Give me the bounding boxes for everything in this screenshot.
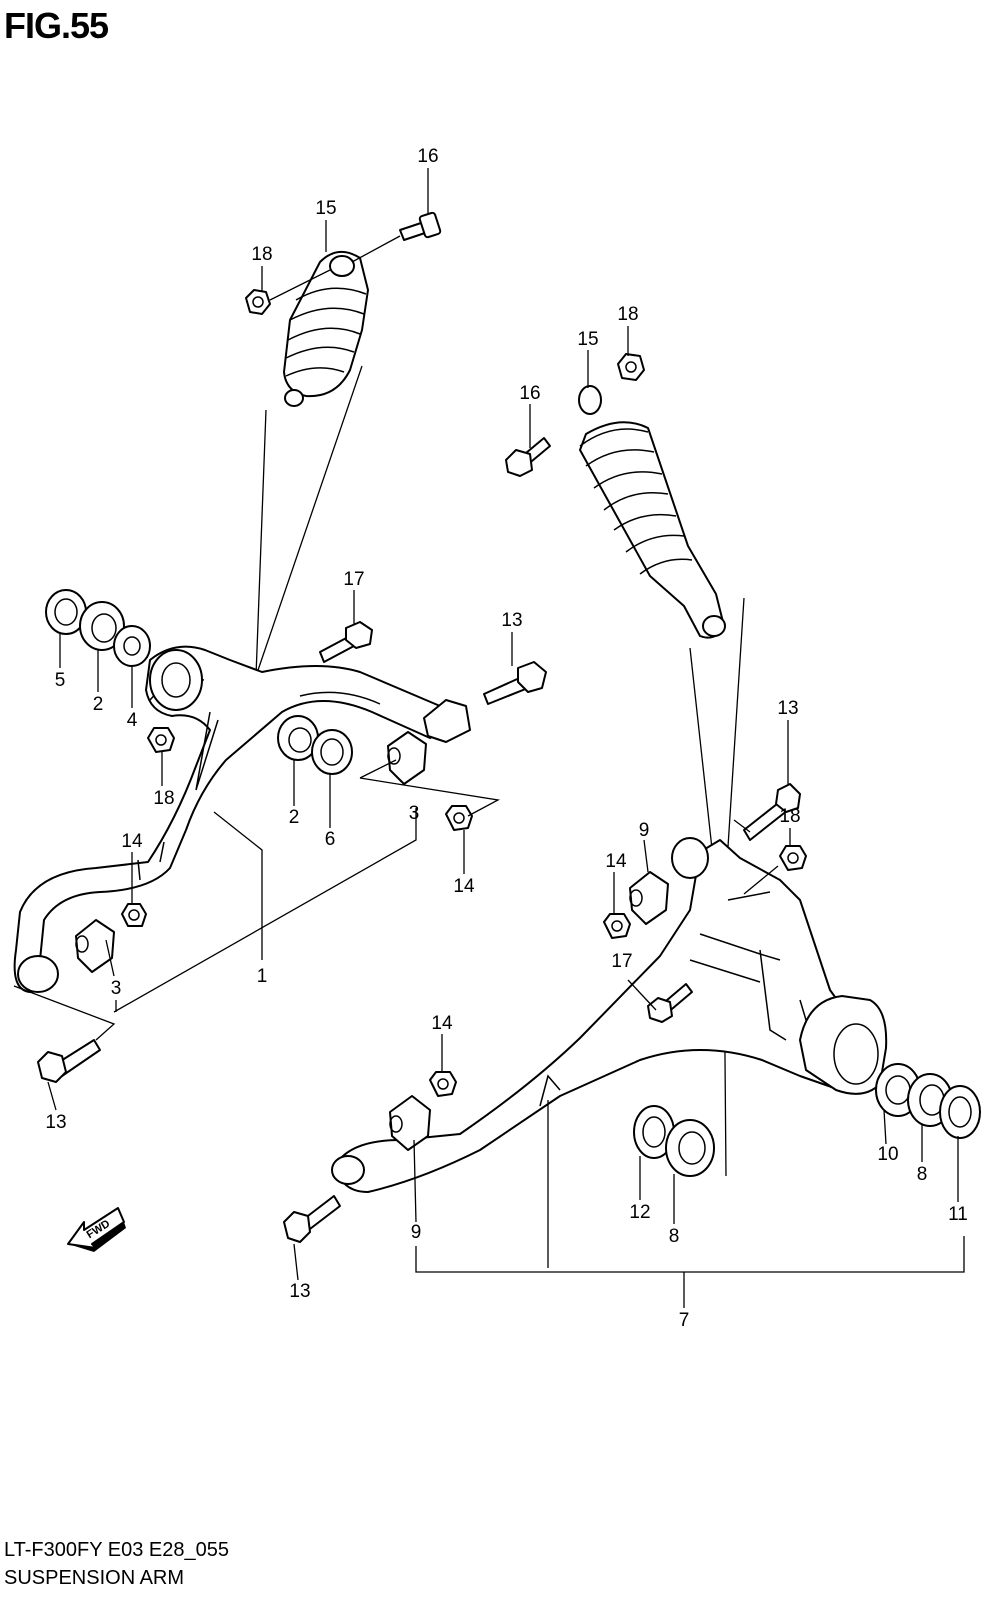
- front-suspension-arm[interactable]: [331, 837, 888, 1193]
- callout-numbers: 16 15 18 18 15 16 17 13 5 2 4 13 18 2 3 …: [45, 146, 967, 1331]
- callout-3: 3: [111, 978, 122, 999]
- front-bushing-9-lower[interactable]: [389, 1095, 431, 1151]
- front-oil-seal-11[interactable]: [939, 1085, 981, 1139]
- leader-lines: [47, 168, 959, 1308]
- callout-15: 15: [315, 198, 336, 219]
- rear-suspension-arm[interactable]: [13, 645, 471, 993]
- rear-nut-18[interactable]: [147, 727, 175, 753]
- rear-bearing-upper[interactable]: [79, 601, 125, 651]
- front-bearing-8-left[interactable]: [665, 1119, 715, 1177]
- callout-16: 16: [417, 146, 438, 167]
- callout-13: 13: [289, 1281, 310, 1302]
- rear-nut-14-upper[interactable]: [445, 805, 473, 831]
- callout-18: 18: [617, 304, 638, 325]
- rear-oil-seal[interactable]: [45, 589, 87, 635]
- right-shock-bolt[interactable]: [505, 437, 551, 477]
- rear-arm-bolt-13-lower[interactable]: [37, 1039, 101, 1083]
- right-shock-absorber[interactable]: [578, 385, 726, 639]
- callout-5: 5: [55, 670, 66, 691]
- callout-18: 18: [251, 244, 272, 265]
- rear-spacer[interactable]: [113, 625, 151, 667]
- model-code: LT-F300FY E03 E28_055: [4, 1539, 229, 1561]
- fwd-arrow-icon: FWD: [67, 1207, 126, 1252]
- callout-18: 18: [779, 806, 800, 827]
- callout-9: 9: [411, 1222, 422, 1243]
- callout-9: 9: [639, 820, 650, 841]
- front-nut-14-lower[interactable]: [429, 1071, 457, 1097]
- callout-2: 2: [93, 694, 104, 715]
- callout-17: 17: [611, 951, 632, 972]
- callout-14: 14: [121, 831, 143, 852]
- callout-7: 7: [679, 1310, 690, 1331]
- callout-11: 11: [948, 1204, 968, 1225]
- front-arm-bolt-13-upper[interactable]: [743, 783, 801, 841]
- callout-1: 1: [257, 966, 268, 987]
- left-shock-absorber[interactable]: [283, 251, 369, 407]
- callout-14: 14: [453, 876, 475, 897]
- callout-4: 4: [127, 710, 138, 731]
- callout-12: 12: [629, 1202, 650, 1223]
- callout-13: 13: [45, 1112, 66, 1133]
- callout-14: 14: [605, 851, 627, 872]
- callout-8: 8: [669, 1226, 680, 1247]
- front-bushing-9-upper[interactable]: [629, 871, 669, 925]
- rear-bushing-lower[interactable]: [75, 919, 115, 973]
- callout-18: 18: [153, 788, 174, 809]
- rear-arm-bolt-17[interactable]: [319, 621, 373, 663]
- front-arm-bolt-13-lower[interactable]: [283, 1195, 341, 1243]
- callout-8: 8: [917, 1164, 928, 1185]
- callout-13: 13: [777, 698, 798, 719]
- rear-bushing-upper[interactable]: [387, 731, 427, 785]
- rear-dust-seal[interactable]: [311, 729, 353, 775]
- left-shock-bolt[interactable]: [399, 211, 442, 241]
- section-title: SUSPENSION ARM: [4, 1567, 185, 1589]
- callout-13: 13: [501, 610, 522, 631]
- front-arm-bolt-17[interactable]: [647, 983, 693, 1023]
- callout-3: 3: [409, 803, 420, 824]
- callout-10: 10: [877, 1144, 898, 1165]
- front-nut-14-upper[interactable]: [603, 913, 631, 939]
- left-shock-nut[interactable]: [245, 289, 271, 315]
- rear-nut-14-lower[interactable]: [121, 903, 147, 927]
- rear-arm-bolt-13-upper[interactable]: [483, 661, 547, 705]
- figure-title: FIG.55: [4, 5, 109, 46]
- right-shock-nut[interactable]: [617, 353, 645, 381]
- callout-6: 6: [325, 829, 336, 850]
- callout-16: 16: [519, 383, 540, 404]
- callout-17: 17: [343, 569, 364, 590]
- front-nut-18[interactable]: [779, 845, 807, 871]
- callout-2: 2: [289, 807, 300, 828]
- callout-14: 14: [431, 1013, 453, 1034]
- callout-15: 15: [577, 329, 598, 350]
